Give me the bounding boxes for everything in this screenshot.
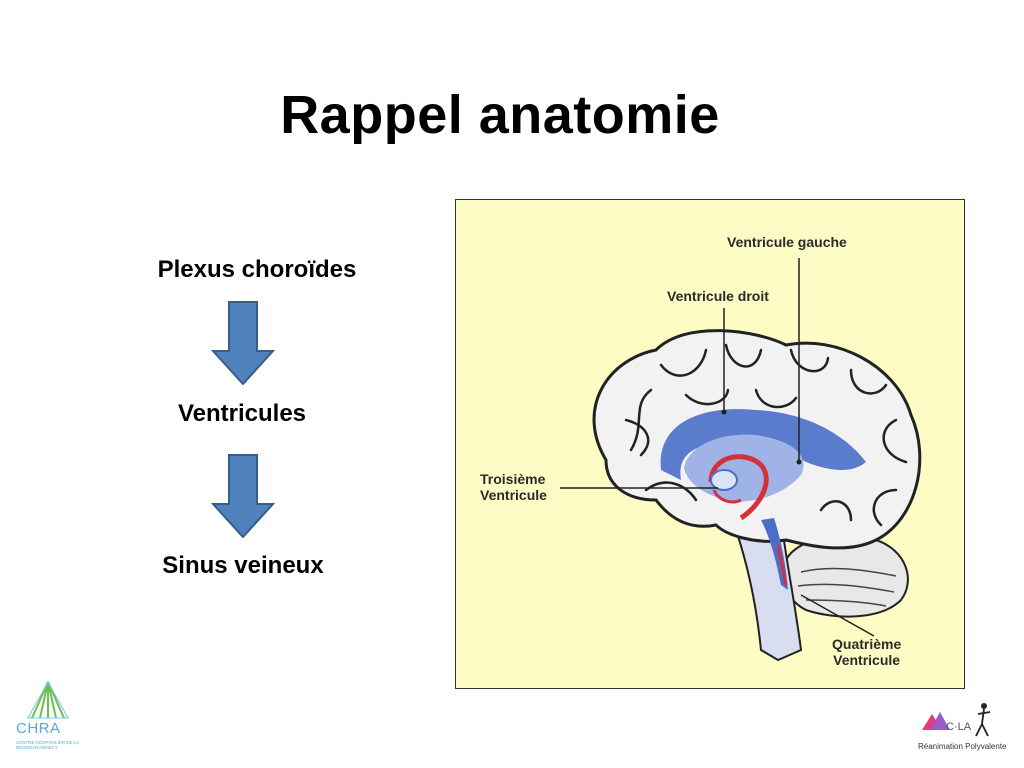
chra-logo: CHRA CENTRE HOSPITALIER DE LA RÉGION D'A… — [12, 680, 82, 756]
brain-ventricles-figure: Ventricule gauche Ventricule droit Trois… — [455, 199, 965, 689]
cla-logo-text: C·LA — [946, 721, 972, 733]
slide-title: Rappel anatomie — [280, 85, 720, 145]
label-ventricule-droit: Ventricule droit — [667, 288, 769, 304]
down-arrow-icon — [211, 301, 275, 385]
label-troisieme-ventricule: Troisième Ventricule — [480, 471, 547, 503]
label-ventricule-gauche: Ventricule gauche — [727, 234, 847, 250]
flow-step-sinus: Sinus veineux — [162, 552, 324, 579]
chra-logo-name: CHRA — [16, 720, 61, 737]
label-quatrieme-ventricule: Quatrième Ventricule — [832, 636, 902, 668]
cla-logo-icon: C·LA — [922, 703, 991, 737]
down-arrow-icon — [211, 454, 275, 538]
mountain-logo-icon — [27, 680, 69, 719]
flow-step-ventricules: Ventricules — [177, 400, 307, 427]
chra-logo-subtitle: CENTRE HOSPITALIER DE LA RÉGION D'ANNECY — [16, 740, 80, 750]
cla-logo-subtitle: Réanimation Polyvalente — [918, 742, 1007, 751]
cla-logo: C·LA Réanimation Polyvalente — [918, 700, 1014, 756]
brain-illustration — [560, 258, 922, 662]
flow-step-plexus: Plexus choroïdes — [157, 256, 357, 283]
